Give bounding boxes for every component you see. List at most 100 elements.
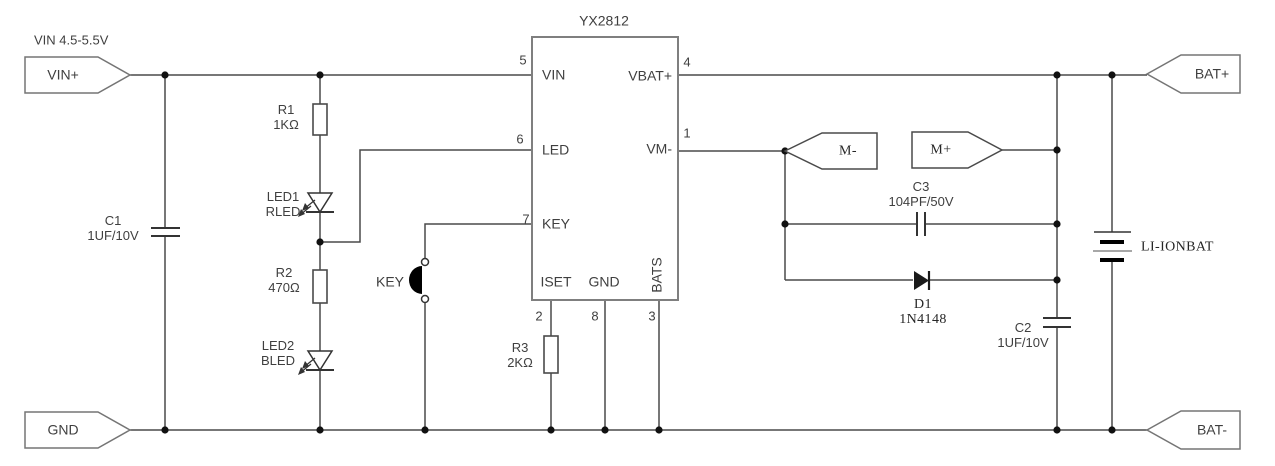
capacitors: [151, 212, 1071, 328]
bat-minus-label: BAT-: [1196, 421, 1228, 438]
pin-label-vin: VIN: [542, 66, 566, 83]
battery-label: LI-IONBAT: [1141, 239, 1214, 255]
pin-number-2: 2: [535, 308, 543, 324]
r3-ref: R3: [511, 340, 529, 355]
resistor-r2: [312, 269, 328, 304]
r3-label: R3 2KΩ: [507, 340, 533, 370]
pin-number-5: 5: [519, 52, 527, 68]
wire-bottom-pins: [550, 300, 660, 430]
ic-title: YX2812: [579, 12, 629, 29]
led1-label: LED1 RLED: [266, 189, 301, 219]
r1-ref: R1: [277, 102, 295, 117]
pin-number-7: 7: [522, 211, 530, 227]
pin-label-gnd: GND: [588, 273, 620, 290]
pin-label-vm-minus: VM-: [646, 140, 672, 157]
led2-ref: LED2: [261, 338, 295, 353]
junction-dot: [781, 220, 789, 228]
vin-plus-connector-shape: [24, 56, 132, 94]
pin-number-1: 1: [683, 125, 691, 141]
junction-dot: [1108, 426, 1116, 434]
r2-ref: R2: [275, 265, 293, 280]
pin-number-4: 4: [683, 54, 691, 70]
wire-key-net: [424, 223, 532, 430]
pin-label-vbat-plus: VBAT+: [628, 67, 672, 84]
junction-dot: [316, 71, 324, 79]
m-plus-label: M+: [930, 142, 952, 158]
bat-plus-connector-shape: [1145, 54, 1241, 94]
led1-symbol: [298, 192, 334, 217]
m-minus-label: M-: [839, 143, 857, 159]
bat-minus-connector-shape: [1145, 410, 1241, 450]
led2-symbol: [298, 350, 334, 375]
c1-value: 1UF/10V: [87, 228, 139, 243]
resistor-r3: [543, 335, 559, 374]
d1-label: D1 1N4148: [899, 297, 947, 327]
junction-dot: [1053, 220, 1061, 228]
d1-value: 1N4148: [899, 312, 947, 327]
capacitor-c1: [151, 227, 180, 237]
junction-dot: [547, 426, 555, 434]
r3-value: 2KΩ: [507, 355, 533, 370]
r1-label: R1 1KΩ: [273, 102, 299, 132]
wire-vin-net: [130, 74, 532, 430]
gnd-connector-shape: [24, 411, 132, 449]
r1-value: 1KΩ: [273, 117, 299, 132]
led2-value: BLED: [261, 353, 295, 368]
pin-number-8: 8: [591, 308, 599, 324]
pin-label-key: KEY: [542, 215, 571, 232]
d1-ref: D1: [914, 297, 932, 312]
key-button-terminal: [420, 257, 430, 267]
pin-number-6: 6: [516, 131, 524, 147]
led1-ref: LED1: [266, 189, 300, 204]
capacitor-c3: [916, 212, 926, 236]
led1-triangle: [306, 192, 334, 214]
pin-number-3: 3: [648, 308, 656, 324]
junction-dot: [161, 71, 169, 79]
diode-d1-symbol: [914, 271, 931, 290]
led1-value: RLED: [265, 204, 301, 219]
led2-label: LED2 BLED: [261, 338, 295, 368]
vin-plus-label: VIN+: [47, 66, 79, 83]
diode-triangle: [914, 271, 929, 290]
capacitor-c2: [1043, 317, 1071, 328]
junction-dot: [1108, 71, 1116, 79]
junction-dot: [1053, 426, 1061, 434]
junction-dot: [316, 238, 324, 246]
junction-dot: [1053, 71, 1061, 79]
net-connectors: [24, 54, 1241, 450]
junction-dot: [316, 426, 324, 434]
wires: [130, 74, 1147, 431]
bat-plus-label: BAT+: [1194, 65, 1230, 82]
led2-arrowhead: [302, 361, 309, 369]
key-button-terminal: [420, 294, 430, 304]
wire-vm-net: [678, 149, 1057, 281]
key-button-actuator: [409, 266, 422, 294]
junction-dots: [161, 71, 1116, 434]
pin-label-led: LED: [542, 141, 570, 158]
led1-arrowhead: [298, 209, 305, 217]
junction-dot: [161, 426, 169, 434]
gnd-label: GND: [47, 421, 79, 438]
led2-triangle: [306, 350, 334, 372]
junction-dot: [601, 426, 609, 434]
junction-dot: [1053, 276, 1061, 284]
wire-vbat-net: [678, 74, 1147, 430]
battery-symbol: [1093, 231, 1132, 262]
junction-dot: [655, 426, 663, 434]
ic-yx2812-body: [531, 36, 679, 301]
led1-arrowhead: [302, 203, 309, 211]
c3-label: C3 104PF/50V: [888, 179, 953, 209]
wire-led-pin-net: [320, 149, 532, 243]
junction-dot: [421, 426, 429, 434]
r2-label: R2 470Ω: [268, 265, 299, 295]
m-plus-connector-shape: [911, 131, 1004, 169]
pin-label-iset: ISET: [540, 273, 572, 290]
pin-label-bats: BATS: [648, 257, 665, 293]
c1-ref: C1: [104, 213, 122, 228]
key-button-label: KEY: [375, 273, 405, 290]
junction-dot: [1053, 146, 1061, 154]
c2-value: 1UF/10V: [997, 335, 1049, 350]
c3-ref: C3: [912, 179, 930, 194]
